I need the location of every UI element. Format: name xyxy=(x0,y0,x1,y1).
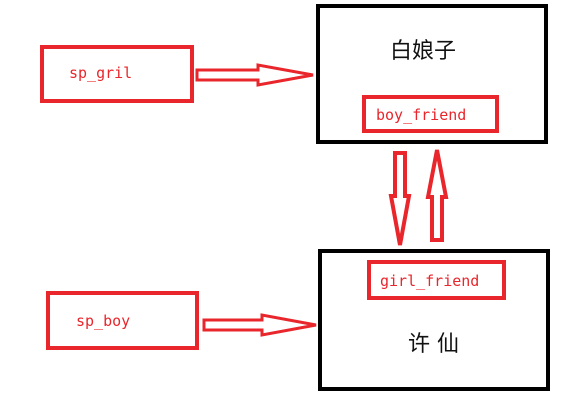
sp-gril-box xyxy=(40,45,194,103)
girl-friend-field-label: girl_friend xyxy=(380,272,480,290)
arrow-sp-gril-to-bai-niangzi xyxy=(195,63,314,87)
boy-friend-field-label: boy_friend xyxy=(376,106,467,124)
bai-niangzi-title: 白娘子 xyxy=(390,39,457,64)
sp-boy-label: sp_boy xyxy=(76,312,131,330)
girl-friend-field-box xyxy=(367,260,506,300)
arrow-down-boy-friend-to-xu-xian xyxy=(388,151,412,246)
xu-xian-title: 许 仙 xyxy=(408,332,459,357)
sp-boy-box xyxy=(46,291,199,350)
sp-gril-label: sp_gril xyxy=(69,64,133,82)
boy-friend-field-box xyxy=(362,95,499,133)
arrow-sp-boy-to-xu-xian xyxy=(202,313,317,337)
bai-niangzi-box xyxy=(316,4,548,144)
xu-xian-box xyxy=(318,249,550,391)
arrow-up-girl-friend-to-bai-niangzi xyxy=(425,149,449,242)
